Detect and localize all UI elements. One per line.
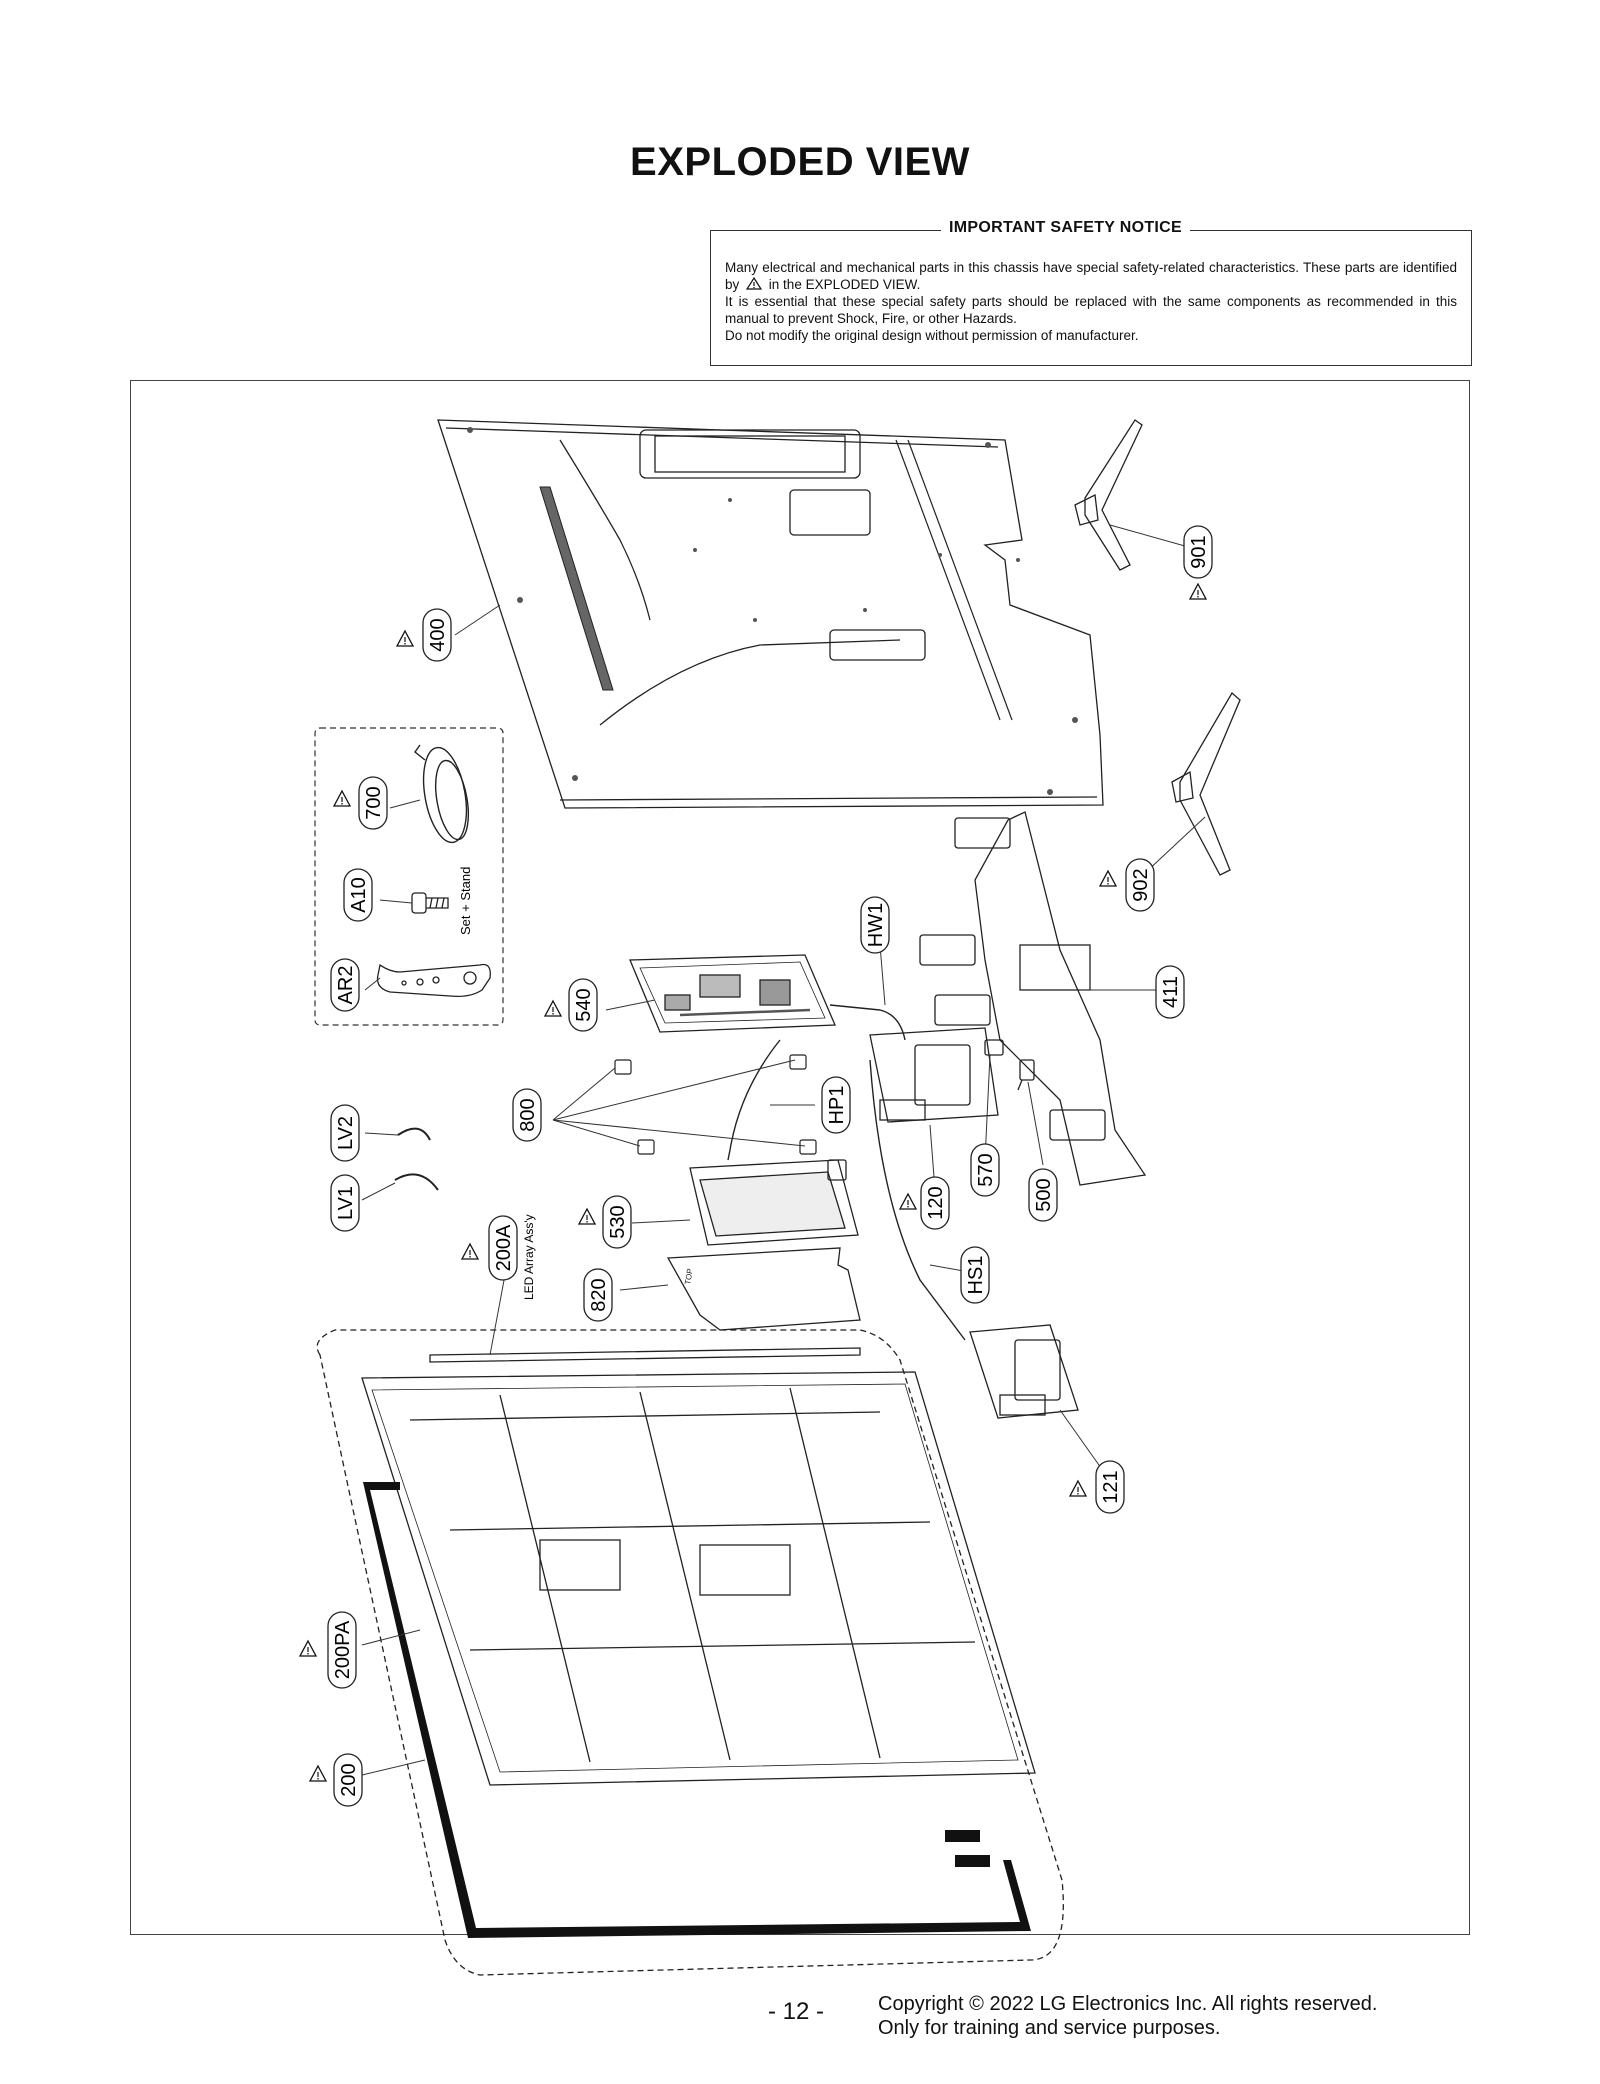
- back-cover-screw-holes: [467, 427, 1078, 795]
- callout-hp1: HP1: [821, 1076, 851, 1134]
- callout-820: 820: [583, 1268, 613, 1322]
- safety-notice-heading: IMPORTANT SAFETY NOTICE: [941, 219, 1190, 237]
- page-number: - 12 -: [768, 1998, 825, 2025]
- callout-lv2: LV2: [330, 1104, 360, 1162]
- footer-copyright: Copyright © 2022 LG Electronics Inc. All…: [878, 1992, 1377, 2040]
- label-411: 411: [1160, 976, 1182, 1008]
- safety-notice-box: IMPORTANT SAFETY NOTICE Many electrical …: [710, 219, 1472, 366]
- led-array-200a-part: [429, 1347, 861, 1363]
- notice-line-2: It is essential that these special safet…: [725, 294, 1457, 326]
- label-120: 120: [925, 1186, 947, 1219]
- notice-line-3: Do not modify the original design withou…: [725, 328, 1139, 343]
- callout-500: 500: [1028, 1168, 1058, 1222]
- callout-530: 530: [602, 1195, 632, 1249]
- label-lv1: LV1: [335, 1186, 357, 1220]
- frame-bracket-411-part: [919, 811, 1147, 1186]
- label-820: 820: [588, 1278, 610, 1311]
- stand-right-901-part: [1074, 419, 1143, 571]
- lvds-cable-lv2-part: [397, 1127, 431, 1141]
- callout-411: 411: [1155, 965, 1185, 1019]
- main-board-540-part: [629, 954, 836, 1033]
- callout-400: 400: [422, 608, 452, 662]
- callout-121: 121: [1095, 1460, 1125, 1514]
- callout-540: 540: [568, 978, 598, 1032]
- diagram-frame: [130, 380, 1470, 1935]
- label-540: 540: [573, 988, 595, 1021]
- leader-lines: [361, 524, 1206, 1776]
- label-901: 901: [1188, 535, 1210, 568]
- label-hw1: HW1: [865, 903, 887, 947]
- training-line: Only for training and service purposes.: [878, 2017, 1221, 2039]
- callout-ar2: AR2: [330, 958, 360, 1012]
- callout-200: 200: [333, 1753, 363, 1807]
- label-200pa: 200PA: [332, 1620, 354, 1679]
- power-board-530-part: [689, 1159, 859, 1246]
- label-121: 121: [1100, 1470, 1122, 1503]
- label-200: 200: [338, 1763, 360, 1796]
- label-800: 800: [517, 1098, 539, 1131]
- clips-800-part: [614, 1054, 817, 1155]
- cable-harnesses: [727, 1004, 966, 1341]
- callout-700: 700: [358, 776, 388, 830]
- screw-a10-part: [411, 892, 449, 914]
- label-500: 500: [1033, 1178, 1055, 1211]
- remote-control-part: [376, 963, 491, 998]
- power-button-500-part: [1017, 1059, 1035, 1091]
- speaker-121-part: [969, 1324, 1079, 1419]
- callout-902: 902: [1125, 858, 1155, 912]
- stand-left-902-part: [1171, 691, 1241, 876]
- label-700: 700: [363, 786, 385, 819]
- speaker-120-part: [869, 1027, 999, 1123]
- label-a10: A10: [348, 877, 370, 913]
- panel-frame-200pa-part: [363, 1482, 1031, 1938]
- callout-200pa: 200PA: [327, 1611, 357, 1689]
- label-530: 530: [607, 1205, 629, 1238]
- callout-570: 570: [970, 1143, 1000, 1197]
- power-cord-part: [414, 744, 470, 844]
- back-cover-vent-slot: [539, 486, 614, 691]
- warning-triangle-icon: [745, 276, 763, 290]
- lvds-cable-lv1-part: [394, 1173, 439, 1191]
- panel-module-200-part: [316, 1329, 1064, 1976]
- label-hs1: HS1: [965, 1256, 987, 1295]
- callout-200a: 200A: [488, 1215, 518, 1281]
- label-902: 902: [1130, 868, 1152, 901]
- safety-notice-text: Many electrical and mechanical parts in …: [725, 259, 1457, 344]
- label-lv2: LV2: [335, 1116, 357, 1150]
- callout-hs1: HS1: [960, 1246, 990, 1304]
- label-hp1: HP1: [826, 1086, 848, 1125]
- svg-text:TOP: TOP: [683, 1268, 695, 1286]
- led-array-assy-label: LED Array Ass'y: [522, 1214, 536, 1300]
- back-cover-part: [437, 419, 1104, 809]
- notice-line-1: Many electrical and mechanical parts in …: [725, 260, 1457, 292]
- copyright-line: Copyright © 2022 LG Electronics Inc. All…: [878, 1993, 1378, 2015]
- ir-board-570-part: [984, 1039, 1004, 1056]
- callout-901: 901: [1183, 525, 1213, 579]
- callout-a10: A10: [343, 868, 373, 922]
- callout-120: 120: [920, 1176, 950, 1230]
- insulator-820-part: TOP: [666, 1247, 861, 1331]
- callout-hw1: HW1: [860, 896, 890, 954]
- callout-lv1: LV1: [330, 1174, 360, 1232]
- notice-line-1b: in the EXPLODED VIEW.: [768, 277, 921, 292]
- label-200a: 200A: [493, 1224, 515, 1271]
- label-ar2: AR2: [335, 966, 357, 1005]
- page-title: EXPLODED VIEW: [630, 140, 970, 184]
- callout-800: 800: [512, 1088, 542, 1142]
- set-plus-stand-label: Set + Stand: [458, 867, 473, 935]
- label-400: 400: [427, 618, 449, 651]
- label-570: 570: [975, 1153, 997, 1186]
